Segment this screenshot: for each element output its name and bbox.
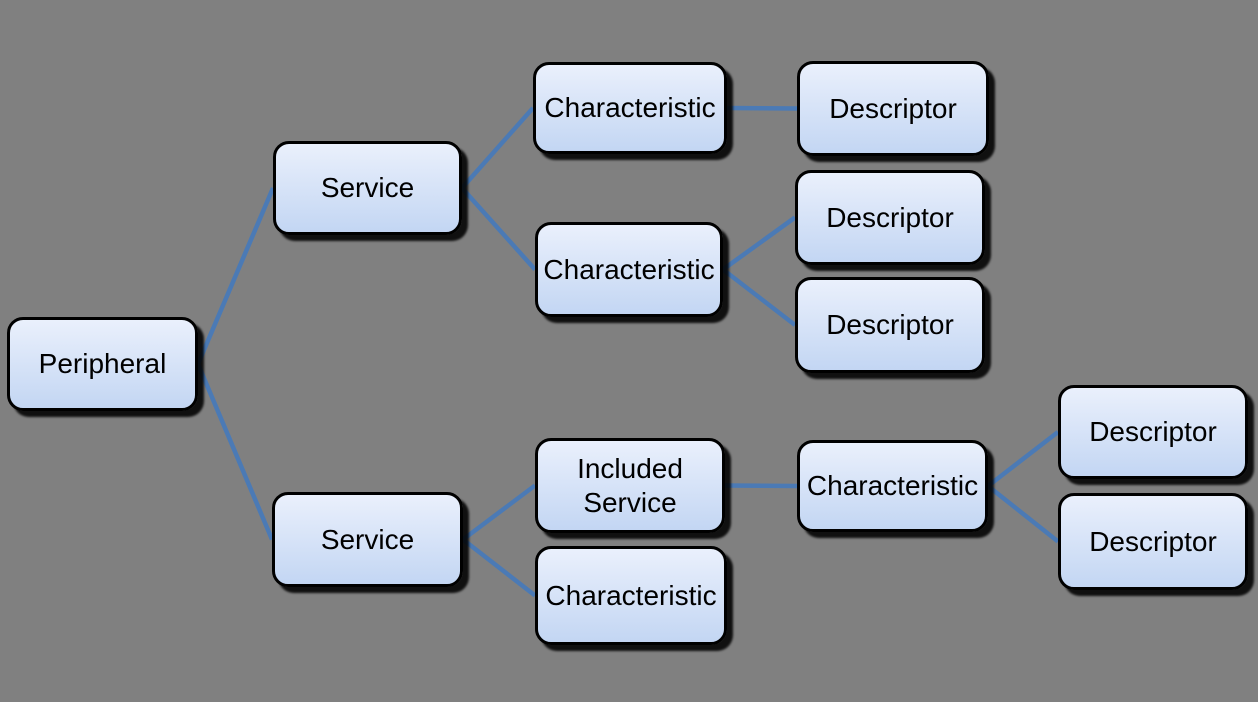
node-characteristic-2: Characteristic bbox=[535, 222, 723, 317]
edge-peripheral-to-service-top bbox=[195, 187, 276, 365]
node-label: Peripheral bbox=[38, 348, 167, 380]
node-characteristic-1: Characteristic bbox=[533, 62, 727, 154]
node-label: Descriptor bbox=[829, 92, 957, 124]
node-characteristic-3: Characteristic bbox=[535, 546, 727, 645]
node-descriptor-5: Descriptor bbox=[1058, 493, 1248, 590]
node-label: Included Service bbox=[577, 453, 683, 518]
edge-service-top-to-characteristic-2 bbox=[460, 186, 537, 272]
node-characteristic-4: Characteristic bbox=[797, 440, 988, 532]
edge-characteristic-4-to-descriptor-4 bbox=[986, 430, 1060, 488]
edge-peripheral-to-service-bottom bbox=[195, 363, 275, 541]
edge-included-service-to-characteristic-4 bbox=[724, 483, 798, 489]
node-label: Descriptor bbox=[1089, 416, 1217, 448]
edge-characteristic-1-to-descriptor-1 bbox=[726, 105, 798, 111]
node-descriptor-3: Descriptor bbox=[795, 277, 985, 373]
node-label: Service bbox=[320, 172, 415, 204]
node-included-service: Included Service bbox=[535, 438, 725, 533]
node-label: Descriptor bbox=[826, 201, 954, 233]
node-peripheral: Peripheral bbox=[7, 317, 198, 411]
node-label: Service bbox=[320, 523, 415, 555]
edge-service-bottom-to-included-service bbox=[461, 483, 537, 542]
node-descriptor-4: Descriptor bbox=[1058, 385, 1248, 479]
node-label: Characteristic bbox=[806, 470, 979, 502]
edge-characteristic-4-to-descriptor-5 bbox=[986, 484, 1060, 544]
edge-service-bottom-to-characteristic-3 bbox=[461, 537, 537, 598]
node-label: Descriptor bbox=[1089, 525, 1217, 557]
edge-characteristic-2-to-descriptor-2 bbox=[721, 215, 797, 272]
node-label: Characteristic bbox=[545, 579, 717, 611]
node-descriptor-2: Descriptor bbox=[795, 170, 985, 265]
edge-characteristic-2-to-descriptor-3 bbox=[721, 267, 797, 327]
node-service-top: Service bbox=[273, 141, 462, 235]
node-label: Descriptor bbox=[826, 309, 954, 341]
edge-service-top-to-characteristic-1 bbox=[460, 106, 535, 190]
node-service-bottom: Service bbox=[272, 492, 463, 587]
node-label: Characteristic bbox=[544, 92, 716, 124]
node-label: Characteristic bbox=[543, 253, 715, 285]
node-descriptor-1: Descriptor bbox=[797, 61, 989, 156]
